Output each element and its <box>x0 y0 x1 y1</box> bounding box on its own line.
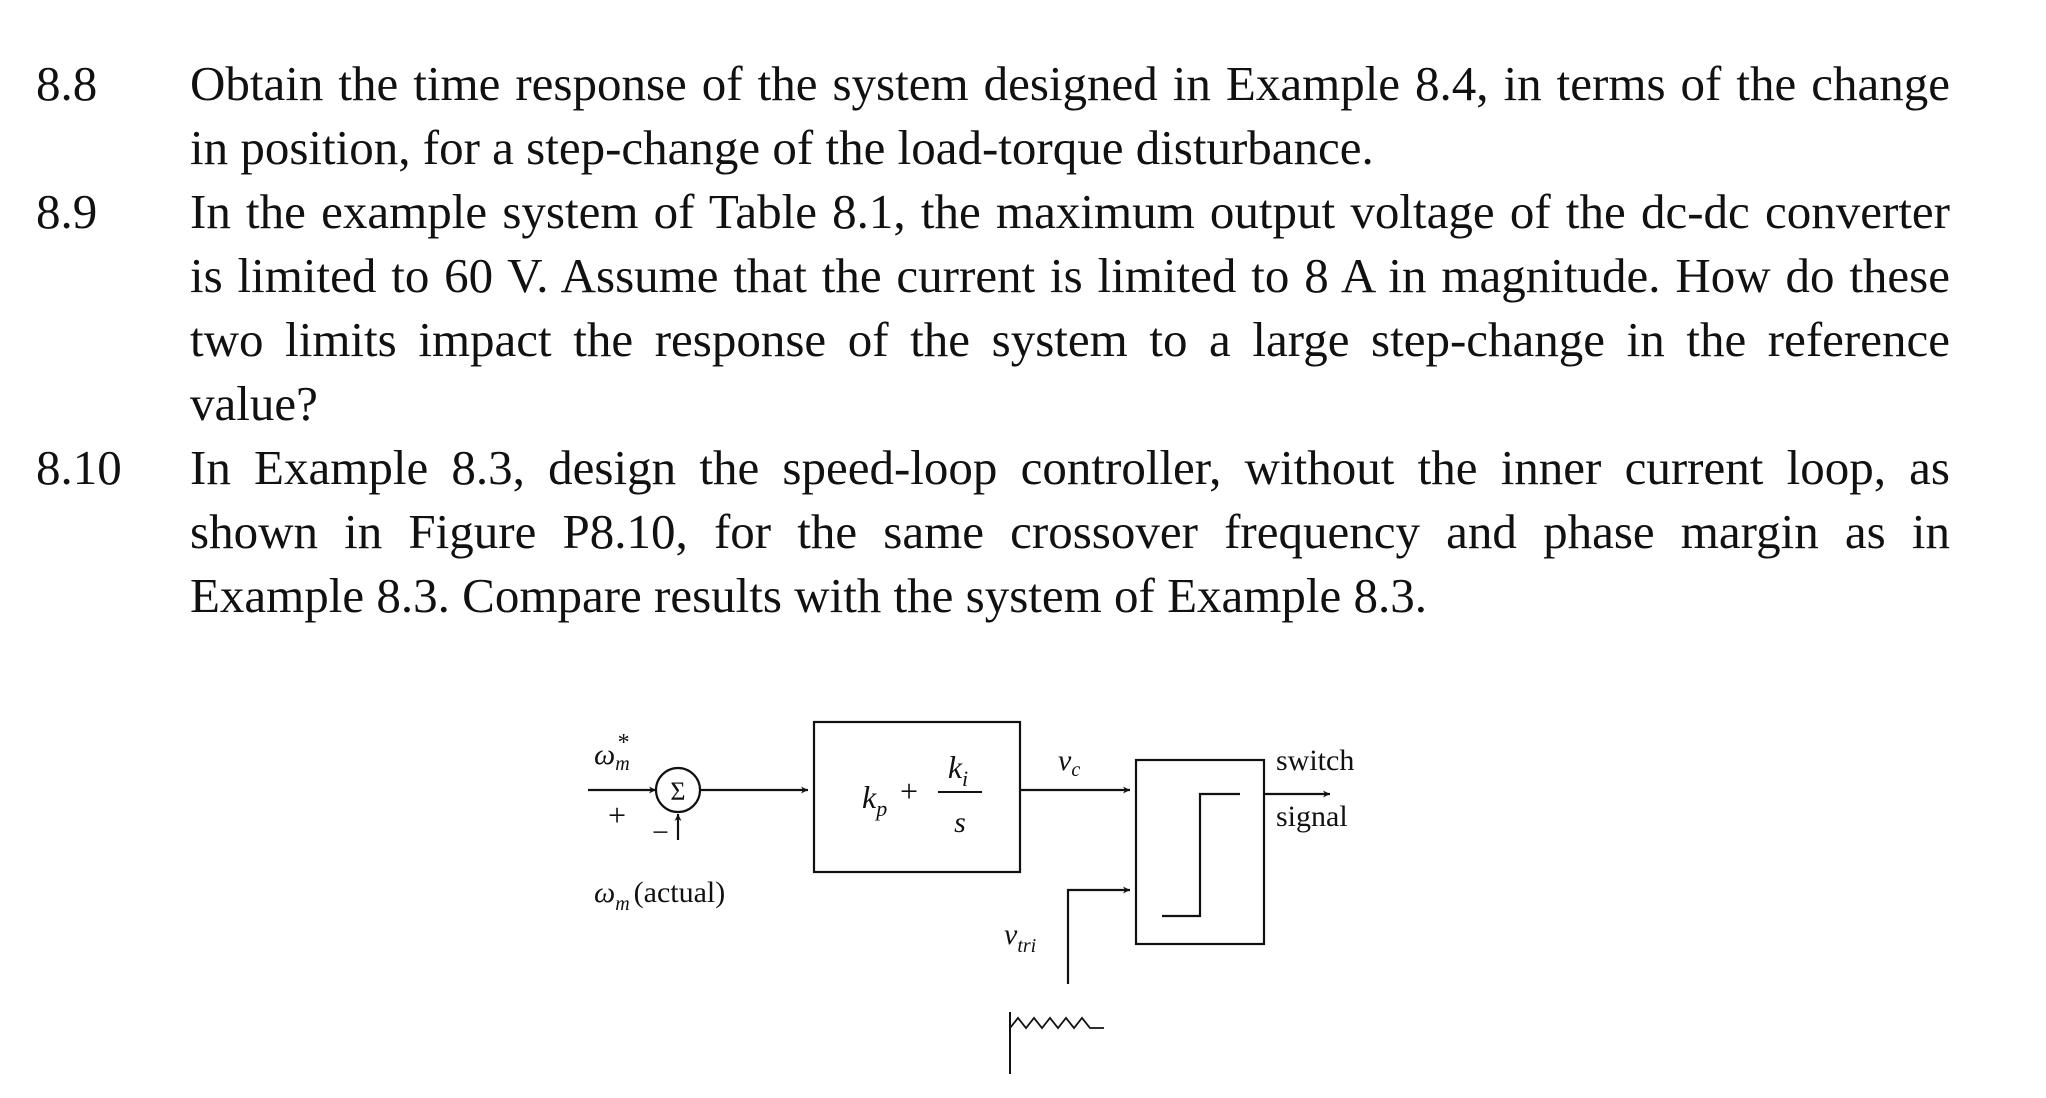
triangle-wave-signal <box>1009 1016 1104 1030</box>
controller-plus: + <box>900 773 918 809</box>
minus-sign: − <box>652 816 669 849</box>
problem-8-9: 8.9 In the example system of Table 8.1, … <box>36 180 1956 436</box>
vtri-label: vtri <box>1004 918 1036 957</box>
problem-number: 8.8 <box>36 56 98 111</box>
controller-ki: ki <box>948 749 968 791</box>
problem-number: 8.9 <box>36 184 98 239</box>
omega-actual-label: ωm(actual) <box>594 876 725 915</box>
problem-8-8: 8.8 Obtain the time response of the syst… <box>36 52 1956 180</box>
comparator-symbol <box>1162 792 1240 918</box>
figure-p8-10: ωm* + Σ − ωm(actual) kp + ki s vc <box>560 690 1420 1090</box>
signal-label: signal <box>1276 800 1348 833</box>
problem-text: In Example 8.3, design the speed-loop co… <box>190 440 1950 623</box>
switch-label: switch <box>1276 744 1354 777</box>
sum-symbol: Σ <box>670 777 685 806</box>
plus-sign: + <box>608 797 626 833</box>
block-diagram: ωm* + Σ − ωm(actual) kp + ki s vc <box>588 720 1354 1074</box>
comparator-block <box>1134 758 1266 946</box>
controller-kp: kp <box>862 779 887 821</box>
vtri-line <box>1066 886 1130 984</box>
problem-8-10: 8.10 In Example 8.3, design the speed-lo… <box>36 436 1956 628</box>
controller-s: s <box>954 806 966 839</box>
vc-label: vc <box>1058 744 1080 781</box>
problem-text: Obtain the time response of the system d… <box>190 56 1950 175</box>
omega-ref-label: ωm* <box>594 730 630 775</box>
problem-list: 8.8 Obtain the time response of the syst… <box>36 52 1956 628</box>
problem-text: In the example system of Table 8.1, the … <box>190 184 1950 431</box>
pi-controller-block <box>812 720 1022 874</box>
problem-number: 8.10 <box>36 440 122 495</box>
